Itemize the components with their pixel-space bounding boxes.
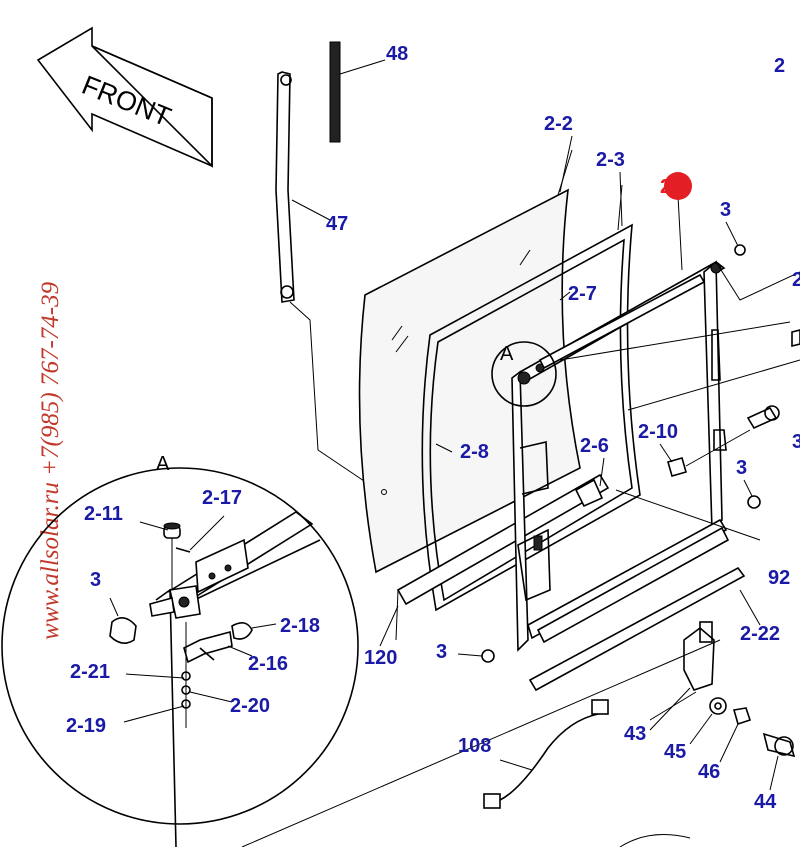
callout-108: 108 (458, 735, 491, 757)
edge-label-2: 2 (792, 269, 800, 291)
detail-a-view: A (1, 453, 359, 847)
edge-fragments (241, 261, 800, 847)
callout-2-6: 2-6 (580, 435, 609, 457)
callout-3-detail: 3 (90, 569, 101, 591)
callout-47: 47 (326, 213, 348, 235)
callout-46: 46 (698, 761, 720, 783)
callout-2-7: 2-7 (568, 283, 597, 305)
callout-3-low: 3 (436, 641, 447, 663)
callout-2-18: 2-18 (280, 615, 320, 637)
callout-2-1: 2-1 (660, 176, 689, 198)
callout-2-16: 2-16 (248, 653, 288, 675)
wiper-arm (275, 71, 371, 486)
callout-2-20: 2-20 (230, 695, 270, 717)
door-latch (649, 621, 796, 758)
callout-3-top: 3 (720, 199, 731, 221)
callout-2-3: 2-3 (596, 149, 625, 171)
callout-2-22: 2-22 (740, 623, 780, 645)
leader-lines (379, 135, 779, 791)
detail-a-label: A (156, 453, 170, 475)
callout-2: 2 (774, 55, 785, 77)
front-arrow: FRONT (36, 26, 213, 168)
callout-45: 45 (664, 741, 686, 763)
callout-2-11: 2-11 (84, 503, 123, 525)
lower-channel (395, 473, 610, 641)
callout-2-21: 2-21 (70, 661, 110, 683)
callout-2-10: 2-10 (638, 421, 678, 443)
callout-44: 44 (754, 791, 777, 813)
guide-rail (528, 566, 761, 692)
callout-43: 43 (624, 723, 646, 745)
callout-3-mid: 3 (736, 457, 747, 479)
callout-2-8: 2-8 (460, 441, 489, 463)
callout-2-2: 2-2 (544, 113, 573, 135)
edge-label-3: 3 (792, 431, 800, 453)
callout-2-17: 2-17 (202, 487, 242, 509)
slide-rail (536, 478, 730, 644)
window-glass (358, 149, 581, 574)
detail-a-marker-label: A (500, 343, 514, 365)
callout-2-19: 2-19 (66, 715, 106, 737)
callout-120: 120 (364, 647, 397, 669)
callout-48: 48 (386, 43, 408, 65)
wire-harness (483, 699, 609, 809)
highlight-circle (664, 172, 692, 200)
watermark-text: www.allsolar.ru +7(985) 767-74-39 (37, 281, 64, 640)
callout-92: 92 (768, 567, 790, 589)
detail-a-marker: A (491, 341, 557, 407)
callouts: 48 2 2-2 2-3 2-1 3 47 2-7 2-10 2-8 2-6 3… (66, 43, 800, 813)
hinge-bolt (667, 405, 780, 477)
wiper-blade (329, 41, 386, 143)
